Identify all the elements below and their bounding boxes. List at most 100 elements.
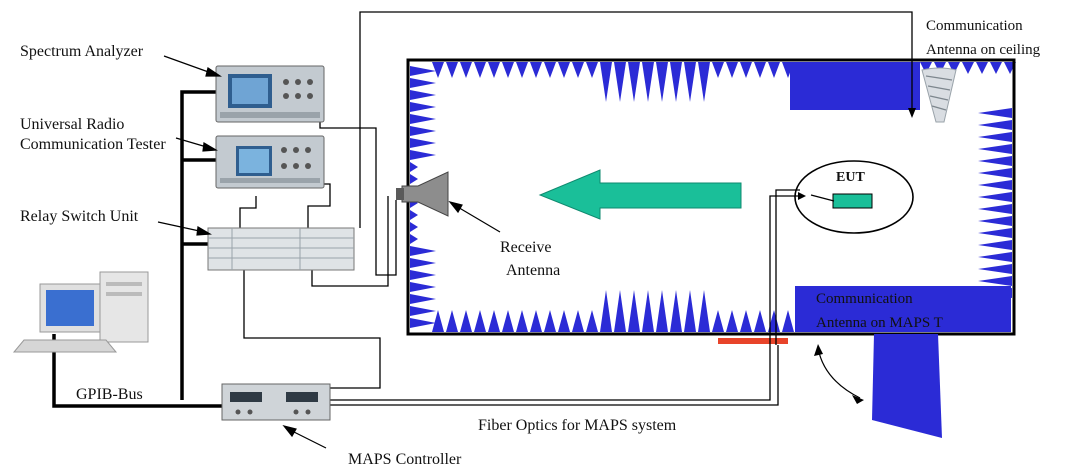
absorber-cone: [410, 174, 418, 184]
absorber-cone: [978, 192, 1012, 202]
absorber-cone: [670, 290, 682, 332]
ceiling-absorber-block: [790, 62, 920, 110]
absorber-cone: [410, 234, 418, 244]
absorber-cone: [516, 62, 528, 78]
absorber-cone: [656, 62, 668, 102]
relay-switch-label: Relay Switch Unit: [20, 208, 139, 225]
absorber-cone: [978, 180, 1012, 190]
absorber-cone: [712, 62, 724, 78]
absorber-cone: [698, 62, 710, 102]
absorber-cone: [572, 62, 584, 78]
absorber-cone: [768, 62, 780, 78]
computer-icon: [12, 271, 149, 353]
absorber-cone: [446, 310, 458, 332]
absorber-cone: [978, 108, 1012, 118]
gpib-bus-label: GPIB-Bus: [76, 386, 143, 403]
absorber-cone: [978, 216, 1012, 226]
absorber-cone: [978, 204, 1012, 214]
absorber-cone: [586, 62, 598, 78]
absorber-cone: [586, 310, 598, 332]
urct-label-line1: Universal Radio: [20, 116, 125, 133]
absorber-cone: [740, 310, 752, 332]
ceiling-antenna-label-line1: Communication: [926, 18, 1023, 34]
receive-antenna-icon: [396, 171, 449, 217]
absorber-cone: [530, 62, 542, 78]
maps-antenna-label-line1: Communication: [816, 291, 913, 307]
absorber-cone: [656, 290, 668, 332]
absorber-cone: [410, 306, 436, 316]
absorber-cone: [410, 114, 436, 124]
receive-antenna-label-line2: Antenna: [506, 262, 561, 279]
absorber-cone: [410, 246, 436, 256]
ceiling-antenna-icon: [921, 67, 957, 123]
absorber-cone: [948, 62, 960, 74]
absorber-cones: [410, 62, 1016, 332]
absorber-cone: [410, 90, 436, 100]
absorber-cone: [410, 78, 436, 88]
absorber-cone: [410, 138, 436, 148]
absorber-cone: [460, 310, 472, 332]
absorber-cone: [978, 240, 1012, 250]
maps-controller-label: MAPS Controller: [348, 451, 462, 468]
maps-mast: [872, 334, 942, 438]
absorber-cone: [410, 66, 436, 76]
callout-arrows: [157, 55, 501, 449]
relay-switch-unit-device: [207, 227, 355, 271]
absorber-cone: [432, 62, 444, 78]
absorber-cone: [726, 62, 738, 78]
absorber-cone: [474, 62, 486, 78]
urct-label-line2: Communication Tester: [20, 136, 166, 153]
absorber-cone: [488, 310, 500, 332]
floor-absorber-block: [795, 286, 1011, 332]
absorber-cone: [978, 252, 1012, 262]
absorber-cone: [460, 62, 472, 78]
absorber-cone: [530, 310, 542, 332]
eut-zone: [794, 160, 914, 234]
absorber-cone: [978, 120, 1012, 130]
absorber-cone: [978, 156, 1012, 166]
receive-antenna-label-line1: Receive: [500, 239, 552, 256]
absorber-cone: [670, 62, 682, 102]
absorber-cone: [410, 150, 436, 160]
absorber-cone: [726, 310, 738, 332]
absorber-cone: [410, 258, 436, 268]
absorber-cone: [410, 126, 436, 136]
absorber-cone: [558, 310, 570, 332]
absorber-cone: [432, 310, 444, 332]
absorber-cone: [410, 162, 418, 172]
absorber-cone: [698, 290, 710, 332]
absorber-cone: [782, 310, 794, 332]
eut-label: EUT: [836, 170, 865, 185]
absorber-cone: [410, 222, 418, 232]
absorber-cone: [410, 270, 436, 280]
absorber-cone: [544, 310, 556, 332]
absorber-cone: [978, 168, 1012, 178]
absorber-cone: [474, 310, 486, 332]
spectrum-analyzer-label: Spectrum Analyzer: [20, 43, 144, 60]
absorber-cone: [614, 290, 626, 332]
absorber-cone: [740, 62, 752, 78]
absorber-cone: [544, 62, 556, 78]
absorber-cone: [978, 132, 1012, 142]
absorber-cone: [410, 210, 418, 220]
absorber-cone: [628, 290, 640, 332]
absorber-cone: [600, 290, 612, 332]
absorber-cone: [410, 102, 436, 112]
absorber-cone: [502, 310, 514, 332]
absorber-cone: [488, 62, 500, 78]
absorber-cone: [600, 62, 612, 102]
absorber-cone: [754, 62, 766, 78]
absorber-cone: [516, 310, 528, 332]
absorber-cone: [978, 144, 1012, 154]
universal-radio-communication-tester-device: [215, 135, 325, 189]
absorber-cone: [920, 62, 932, 74]
absorber-cone: [962, 62, 974, 74]
fiber-optics-label: Fiber Optics for MAPS system: [478, 417, 677, 434]
absorber-cone: [978, 276, 1012, 286]
absorber-cone: [642, 290, 654, 332]
ceiling-antenna-label-line2: Antenna on ceiling: [926, 42, 1041, 58]
absorber-cone: [712, 310, 724, 332]
absorber-cone: [990, 62, 1002, 74]
